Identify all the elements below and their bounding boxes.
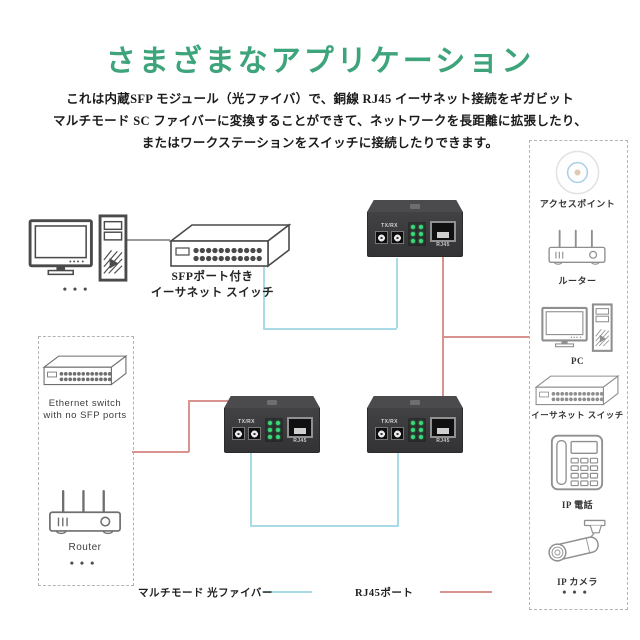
fiber-link-segment <box>397 446 399 525</box>
rj45-link-segment <box>132 451 189 453</box>
fiber-link-segment <box>396 258 398 328</box>
router-icon <box>548 229 606 266</box>
more-devices-dots: ••• <box>62 282 94 296</box>
connected-devices-box <box>529 140 628 610</box>
rj45-link-segment <box>188 400 190 452</box>
sc-fiber-ports: TX/RX <box>375 420 404 440</box>
fiber-link-segment <box>250 525 399 527</box>
rj45-port-label: RJ45 <box>436 437 450 444</box>
sfp-ethernet-switch-icon <box>168 222 292 268</box>
rj45-jack-icon <box>287 416 313 438</box>
converter-chassis-top <box>367 396 463 408</box>
fiber-link-segment <box>250 446 252 525</box>
ip-phone-label: IP 電話 <box>561 500 594 510</box>
rj45-port-label: RJ45 <box>436 241 450 248</box>
ethernet-switch-label: イーサネット スイッチ <box>531 410 624 420</box>
media-converter-right: TX/RX RJ45 <box>367 396 463 453</box>
media-converter-top: TX/RX RJ45 <box>367 200 463 257</box>
fiber-link-segment <box>263 328 397 330</box>
converter-front-panel: TX/RX RJ45 <box>367 212 463 257</box>
sc-port-icon <box>248 427 261 440</box>
access-point-icon <box>555 150 600 195</box>
access-point-label: アクセスポイント <box>539 199 616 209</box>
rj45-port: RJ45 <box>287 416 313 444</box>
ip-phone-icon <box>550 434 604 491</box>
rj45-link-segment <box>442 336 529 338</box>
legend-rj45-label: RJ45ポート <box>355 588 414 599</box>
pc-to-switch-line <box>126 239 170 241</box>
description-line: これは内蔵SFP モジュール（光ファイバ）で、銅線 RJ45 イーサネット接続を… <box>66 92 574 106</box>
sfp-switch-label: SFPポート付き イーサネット スイッチ <box>150 271 275 299</box>
ip-camera-icon <box>546 519 606 564</box>
legend-fiber-line <box>264 591 312 593</box>
sc-port-icon <box>391 231 404 244</box>
desktop-pc-icon <box>541 303 613 352</box>
ip-camera-label: IP カメラ <box>557 577 598 587</box>
converter-front-panel: TX/RX RJ45 <box>224 408 320 453</box>
sc-fiber-ports: TX/RX <box>232 420 261 440</box>
rj45-link-segment <box>442 252 444 415</box>
brand-logo <box>267 399 277 405</box>
description-line: またはワークステーションをスイッチに接続したりできます。 <box>141 136 499 150</box>
ethernet-switch-icon <box>534 374 620 406</box>
converter-chassis-top <box>367 200 463 212</box>
router-label: ルーター <box>558 276 597 286</box>
fiber-link-segment <box>263 266 265 328</box>
sc-port-icon <box>375 427 388 440</box>
led-indicators <box>408 222 426 246</box>
description-line: マルチモード SC ファイバーに変換することができて、ネットワークを長距離に拡張… <box>52 114 588 128</box>
page-title: さまざまなアプリケーション <box>105 45 535 78</box>
media-converter-left: TX/RX RJ45 <box>224 396 320 453</box>
no-sfp-switch-icon <box>42 354 128 386</box>
legend-fiber-label: マルチモード 光ファイバー <box>138 588 273 599</box>
led-indicators <box>265 418 283 442</box>
rj45-port: RJ45 <box>430 220 456 248</box>
sc-port-icon <box>232 427 245 440</box>
no-sfp-switch-label: Ethernet switch with no SFP ports <box>43 398 127 421</box>
txrx-label: TX/RX <box>381 223 398 229</box>
rj45-port-label: RJ45 <box>293 437 307 444</box>
more-devices-dots: ••• <box>69 556 101 570</box>
sc-port-icon <box>375 231 388 244</box>
sc-port-icon <box>391 427 404 440</box>
brand-logo <box>410 203 420 209</box>
converter-chassis-top <box>224 396 320 408</box>
converter-front-panel: TX/RX RJ45 <box>367 408 463 453</box>
page-description: これは内蔵SFP モジュール（光ファイバ）で、銅線 RJ45 イーサネット接続を… <box>0 88 640 154</box>
rj45-jack-icon <box>430 416 456 438</box>
brand-logo <box>410 399 420 405</box>
led-indicators <box>408 418 426 442</box>
sc-fiber-ports: TX/RX <box>375 224 404 244</box>
rj45-jack-icon <box>430 220 456 242</box>
rj45-port: RJ45 <box>430 416 456 444</box>
txrx-label: TX/RX <box>381 419 398 425</box>
desktop-pc-icon <box>28 214 128 282</box>
txrx-label: TX/RX <box>238 419 255 425</box>
pc-label: PC <box>571 356 584 366</box>
legend-rj45-line <box>440 591 492 593</box>
router-icon <box>48 489 122 535</box>
router-label: Router <box>68 542 102 553</box>
more-devices-dots: ••• <box>562 585 593 599</box>
